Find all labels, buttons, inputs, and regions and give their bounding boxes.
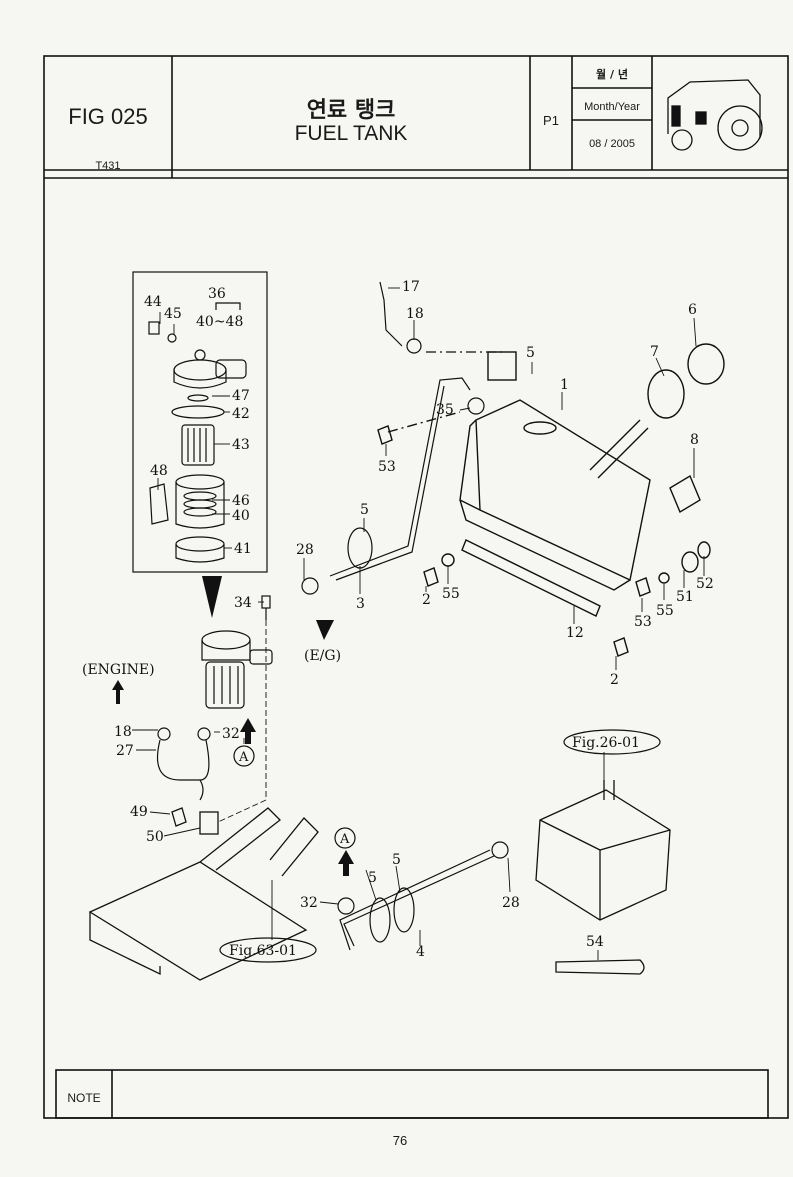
callout-18-top: 18 bbox=[406, 306, 424, 322]
filter-detail-box bbox=[132, 271, 268, 573]
callout-1: 1 bbox=[560, 377, 569, 393]
note-label: NOTE bbox=[67, 1091, 101, 1105]
callout-18-left: 18 bbox=[114, 724, 132, 740]
callout-53-left: 53 bbox=[378, 459, 396, 475]
page-number: 76 bbox=[392, 1133, 408, 1148]
callout-53-right: 53 bbox=[634, 614, 652, 630]
callout-32-lower: 32 bbox=[300, 895, 318, 911]
callout-28-upper: 28 bbox=[296, 542, 314, 558]
callout-7: 7 bbox=[650, 344, 659, 360]
callout-47: 47 bbox=[232, 388, 250, 404]
page-title-korean: 연료 탱크 bbox=[306, 98, 396, 123]
callout-45: 45 bbox=[164, 306, 182, 322]
callout-2-left: 2 bbox=[422, 592, 431, 608]
callout-40: 40 bbox=[232, 508, 250, 524]
callout-55-right: 55 bbox=[656, 603, 674, 619]
flow-arrows bbox=[112, 620, 354, 876]
callout-35: 35 bbox=[436, 402, 454, 418]
filter-assembly bbox=[201, 595, 273, 709]
callout-28-lower: 28 bbox=[502, 895, 520, 911]
callout-32-upper: 32 bbox=[222, 726, 240, 742]
callout-48: 48 bbox=[150, 463, 168, 479]
fuel-tank-body bbox=[377, 343, 725, 657]
callout-42: 42 bbox=[232, 406, 250, 422]
reference-fig-26: Fig.26-01 bbox=[563, 729, 661, 755]
month-year-label-korean: 월 / 년 bbox=[596, 68, 628, 81]
eg-label: (E/G) bbox=[304, 648, 341, 664]
callout-46: 46 bbox=[232, 493, 250, 509]
callout-5-hose: 5 bbox=[360, 502, 369, 518]
reference-circle-a-upper: A bbox=[233, 745, 255, 767]
model-code: T431 bbox=[95, 160, 121, 172]
callout-54: 54 bbox=[586, 934, 604, 950]
callout-55-left: 55 bbox=[442, 586, 460, 602]
circle-a-lower-label: A bbox=[339, 832, 350, 847]
fig-26-label: Fig.26-01 bbox=[572, 735, 640, 751]
callout-52: 52 bbox=[696, 576, 714, 592]
issue-date: 08 / 2005 bbox=[589, 138, 635, 150]
engine-label: (ENGINE) bbox=[82, 662, 155, 678]
page-code: P1 bbox=[543, 113, 559, 128]
tank-reference-view bbox=[535, 780, 671, 975]
callout-17: 17 bbox=[402, 279, 420, 295]
fig-63-label: Fig.63-01 bbox=[229, 943, 297, 959]
page-frame bbox=[43, 55, 789, 1119]
tractor-logo-icon bbox=[667, 79, 763, 151]
leader-lines bbox=[132, 287, 705, 960]
callout-5-lower-right: 5 bbox=[392, 852, 401, 868]
callout-12: 12 bbox=[566, 625, 584, 641]
frame-reference-view bbox=[88, 807, 319, 981]
reference-circle-a-lower: A bbox=[334, 827, 356, 849]
callout-43: 43 bbox=[232, 437, 250, 453]
callout-34: 34 bbox=[234, 595, 252, 611]
fuel-hoses bbox=[156, 281, 509, 951]
callout-49: 49 bbox=[130, 804, 148, 820]
detail-pointer-icon bbox=[202, 576, 222, 618]
callout-51: 51 bbox=[676, 589, 694, 605]
callout-27: 27 bbox=[116, 743, 134, 759]
reference-fig-63: Fig.63-01 bbox=[219, 937, 317, 963]
page-title: FUEL TANK bbox=[294, 122, 408, 145]
callout-5-lower-left: 5 bbox=[368, 870, 377, 886]
callout-3: 3 bbox=[356, 596, 365, 612]
callout-6: 6 bbox=[688, 302, 697, 318]
callout-5-bracket: 5 bbox=[526, 345, 535, 361]
circle-a-upper-label: A bbox=[238, 750, 249, 765]
callout-8: 8 bbox=[690, 432, 699, 448]
callout-44: 44 bbox=[144, 294, 162, 310]
callout-4: 4 bbox=[416, 944, 425, 960]
callout-36: 36 bbox=[208, 286, 226, 302]
callout-40-48: 40~48 bbox=[196, 314, 243, 330]
callout-50: 50 bbox=[146, 829, 164, 845]
month-year-label: Month/Year bbox=[584, 101, 640, 113]
callout-2-bottom: 2 bbox=[610, 672, 619, 688]
callout-numbers: 44 45 36 40~48 47 42 43 48 46 40 41 17 1… bbox=[82, 279, 714, 960]
figure-number: FIG 025 bbox=[68, 104, 148, 129]
callout-41: 41 bbox=[234, 541, 252, 557]
